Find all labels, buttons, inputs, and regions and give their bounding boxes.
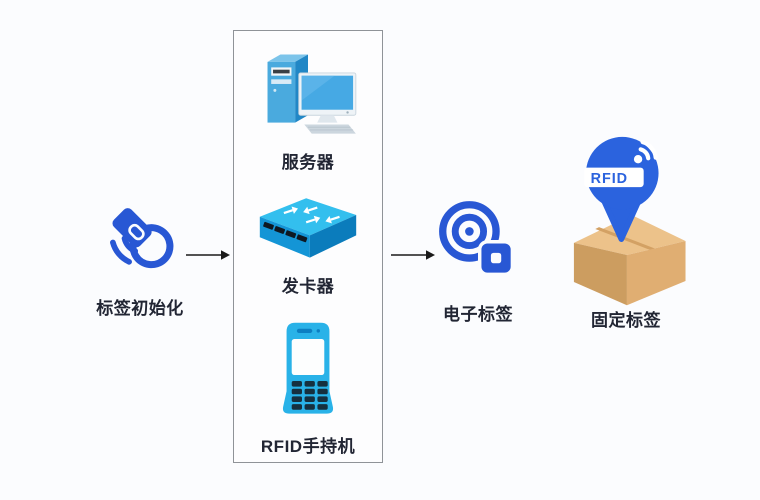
- node-rfid-handheld: RFID手持机: [234, 317, 382, 458]
- handheld-reader-icon: [282, 322, 334, 414]
- process-panel: 服务器 发卡器: [233, 30, 383, 463]
- card-issuer-label: 发卡器: [281, 277, 335, 296]
- node-fixed-tag: RFID 固定标签: [560, 122, 692, 332]
- handheld-label: RFID手持机: [260, 437, 356, 456]
- pin-rfid-text: RFID: [591, 171, 628, 187]
- card-issuer-icon: [259, 198, 357, 258]
- arrow-right-icon: [391, 250, 435, 260]
- node-card-issuer: 发卡器: [234, 189, 382, 298]
- node-tag-init: 标签初始化: [72, 196, 208, 320]
- electronic-tag-label: 电子标签: [443, 305, 513, 324]
- rfid-tag-icon: [439, 201, 515, 277]
- node-server: 服务器: [234, 49, 382, 174]
- transfer-arrows-icon: [283, 206, 340, 224]
- tag-init-label: 标签初始化: [96, 299, 184, 318]
- carton-rfid-pin-icon: RFID: [573, 136, 686, 306]
- fixed-tag-label: 固定标签: [591, 311, 661, 330]
- rfid-pin-icon: RFID: [584, 136, 659, 242]
- wifi-signal-icon: [633, 139, 658, 164]
- node-electronic-tag: 电子标签: [428, 197, 528, 326]
- carton-box-icon: [573, 215, 686, 306]
- card-swipe-icon: [110, 208, 174, 269]
- server-label: 服务器: [281, 153, 335, 172]
- server-icon: [267, 54, 357, 134]
- arrow-right-icon: [186, 250, 230, 260]
